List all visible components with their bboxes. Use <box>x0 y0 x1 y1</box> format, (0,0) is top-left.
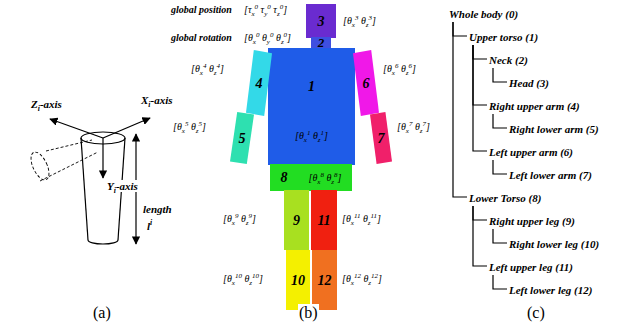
axis-label: Zi-axis <box>30 98 63 110</box>
cylinder-side <box>81 138 88 240</box>
segment-number: 3 <box>318 14 325 29</box>
z-axis <box>50 119 103 138</box>
tree-label: Whole body (0) <box>449 8 518 20</box>
y-axis <box>102 138 103 178</box>
tree-entry: Right lower leg (10) <box>508 234 600 252</box>
angle-vector: [θx1 θz1] <box>295 129 328 142</box>
tree-label: Right upper leg (9) <box>489 215 575 227</box>
segment-fill <box>230 112 254 164</box>
tree-connector <box>473 206 487 220</box>
segment-number: 9 <box>293 213 300 228</box>
cylinder-bottom <box>88 240 118 244</box>
tree-connector <box>453 22 467 197</box>
axis-label: Xi-axis <box>140 94 173 106</box>
parameter-heading: global rotation <box>170 31 233 45</box>
segment-number: 1 <box>308 79 315 94</box>
tree-connector <box>493 229 507 243</box>
parameter-vector: [θx11 θz11] <box>341 212 382 226</box>
parameter-vector: [θx0 θy0 θz0] <box>243 31 292 45</box>
x-axis <box>103 118 150 138</box>
tree-label: Left lower arm (7) <box>509 169 592 181</box>
panel-letter: (b) <box>298 304 319 322</box>
panel-letter: (a) <box>92 304 112 322</box>
tree-label: Upper torso (1) <box>469 31 538 43</box>
axis-label: Yi-axis <box>106 180 139 192</box>
parameter-vector: [θx5 θz5] <box>172 120 207 134</box>
tree-label: Head (3) <box>509 77 549 89</box>
segment-number: 10 <box>291 273 305 288</box>
panel-letter: (c) <box>526 304 546 322</box>
tree-label: Right lower leg (10) <box>509 238 599 250</box>
arm-segment: 7 <box>370 112 392 164</box>
angle-vector: [θx8 θz8] <box>309 171 342 184</box>
tree-label: Left lower leg (12) <box>509 284 592 296</box>
parameter-vector: [θx6 θz6] <box>382 62 417 76</box>
leg-segment: 12 <box>312 250 337 310</box>
parameter-vector: [θx3 θz3] <box>342 14 377 28</box>
segment-number: 11 <box>317 213 330 228</box>
segment-number: 12 <box>318 273 332 288</box>
leg-segment: 9 <box>284 190 309 250</box>
tree-connector <box>473 45 487 59</box>
rotated-cylinder <box>27 140 98 183</box>
tree-connector <box>473 45 487 151</box>
segment-number: 6 <box>363 76 370 91</box>
tree-connector <box>493 160 507 174</box>
tree-entry: Right upper arm (4) <box>488 96 581 114</box>
tree-entry: Head (3) <box>508 73 550 91</box>
arm-segment: 5 <box>230 112 254 164</box>
tree-connector <box>453 22 467 36</box>
segment-fill <box>246 50 272 116</box>
arm-segment: 4 <box>246 50 272 116</box>
tree-connector <box>473 206 487 266</box>
head-segment: 3 <box>306 4 336 38</box>
axis-label: li <box>146 220 153 232</box>
segment-number: 7 <box>378 131 385 146</box>
tree-connector <box>493 114 507 128</box>
tree-connector <box>493 275 507 289</box>
segment-number: 4 <box>256 76 263 91</box>
leg-segment: 11 <box>311 190 337 250</box>
tree-label: Neck (2) <box>489 54 528 66</box>
tree-label: Left upper arm (6) <box>489 146 573 158</box>
tree-entry: Left lower leg (12) <box>508 280 593 298</box>
tree-entry: Upper torso (1) <box>468 27 539 45</box>
tree-label: Left upper leg (11) <box>489 261 573 273</box>
tree-entry: Lower Torso (8) <box>468 188 542 206</box>
axis-label: length <box>142 203 173 215</box>
tree-connector <box>473 45 487 105</box>
tree-entry: Whole body (0) <box>448 4 519 22</box>
segment-fill <box>353 50 379 116</box>
pelvis-segment: 8 [θx8 θz8] <box>270 164 352 191</box>
tree-label: Right lower arm (5) <box>509 123 599 135</box>
parameter-heading: global position <box>170 3 233 17</box>
torso-segment: 1 [θx1 θz1] <box>268 48 355 165</box>
parameter-vector: [θx7 θz7] <box>396 120 431 134</box>
parameter-vector: [θx12 θz12] <box>341 272 383 286</box>
tree-entry: Left lower arm (7) <box>508 165 593 183</box>
segment-number: 5 <box>239 131 246 146</box>
parameter-vector: [θx4 θz4] <box>190 62 225 76</box>
segment-number: 8 <box>281 170 288 185</box>
tree-entry: Neck (2) <box>488 50 529 68</box>
parameter-vector: [θx9 θz9] <box>222 212 257 226</box>
segment-fill <box>370 112 392 164</box>
tree-label: Lower Torso (8) <box>469 192 541 204</box>
tree-connector <box>493 68 507 82</box>
leg-segment: 10 <box>286 250 310 310</box>
tree-entry: Right lower arm (5) <box>508 119 600 137</box>
arm-segment: 6 <box>353 50 379 116</box>
tree-entry: Left upper arm (6) <box>488 142 574 160</box>
tree-entry: Left upper leg (11) <box>488 257 574 275</box>
parameter-vector: [θx10 θz10] <box>222 272 264 286</box>
tree-label: Right upper arm (4) <box>489 100 580 112</box>
tree-entry: Right upper leg (9) <box>488 211 576 229</box>
parameter-vector: [τx0 τy0 τz0] <box>243 3 288 17</box>
